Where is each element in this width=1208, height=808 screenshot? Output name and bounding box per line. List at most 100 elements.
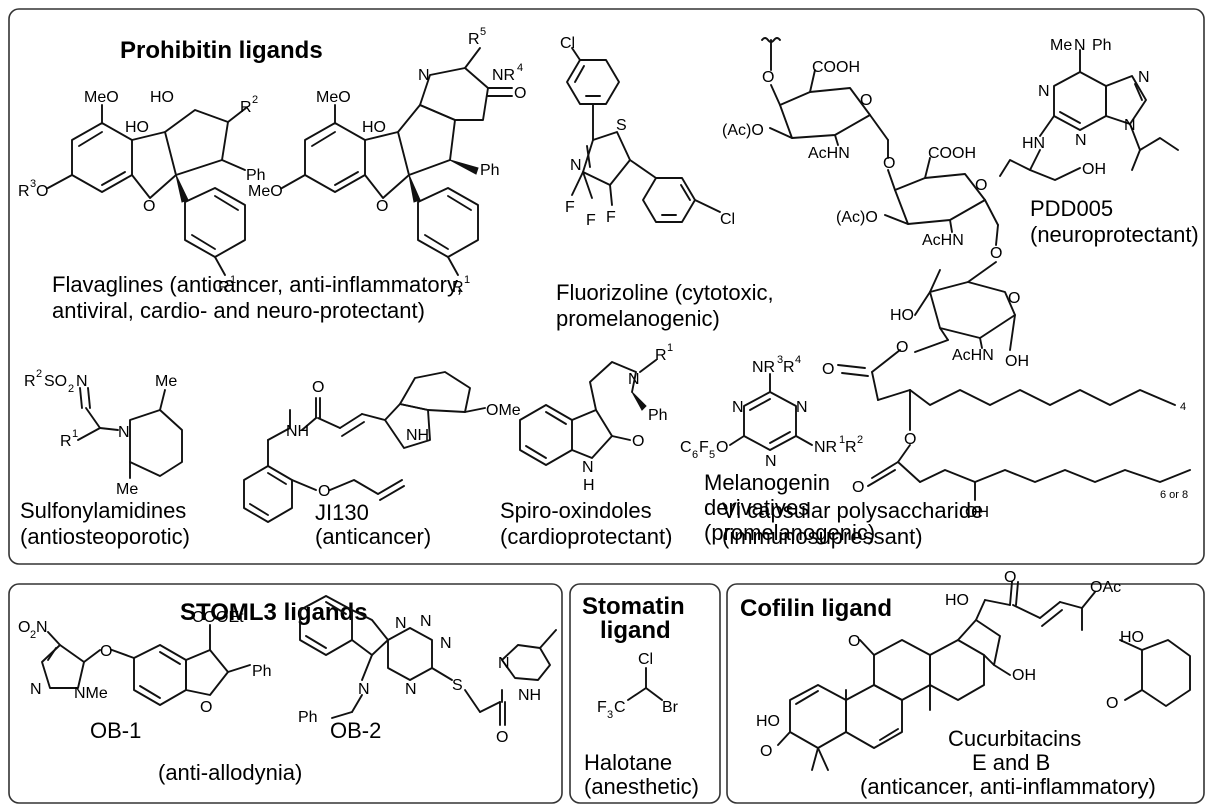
flav2-r5-sub: 5 [480,26,486,38]
vi-polysaccharide-structure [761,37,1191,501]
spiro-caption-line2: (cardioprotectant) [500,524,672,549]
melanogenin-c6-sub: 6 [692,449,698,461]
melanogenin-nr1r2: NR [814,439,837,456]
cucurbitacin-oac-label: OAc [1090,579,1121,596]
cucurbitacin-structure [777,581,1191,771]
melanogenin-f5: F [699,439,709,456]
pdd005-n-3: N [1075,132,1087,149]
melanogenin-o: O [716,439,728,456]
pdd005-caption-line1: PDD005 [1030,196,1113,221]
vi-oh-4: OH [965,504,989,521]
spiro-oxindole-structure [519,359,657,466]
stoml3-panel [8,583,563,804]
fluorizoline-caption-line2: promelanogenic) [556,306,720,331]
vi-o-carbonyl-2: O [852,479,864,496]
prohibitin-panel [8,8,1205,565]
halotane-br-label: Br [662,699,679,716]
cucurbitacin-caption-line1: Cucurbitacins [948,726,1081,751]
flavagline-structure-1 [47,104,247,276]
ob2-s-label: S [452,677,463,694]
stomatin-title-line1: Stomatin [582,593,685,620]
vi-o-ring-3: O [1008,290,1020,307]
pdd005-ph-label: Ph [1092,37,1112,54]
ob2-label: OB-2 [330,718,381,743]
vi-o-ester-2: O [904,431,916,448]
halotane-caption-line2: (anesthetic) [584,774,699,799]
halotane-caption-line1: Halotane [584,750,672,775]
flav2-r5-label: R [468,31,480,48]
melanogenin-r4-sub: 4 [795,354,801,366]
sulfonyl-so2-sub: 2 [68,383,74,395]
ob2-nh-label: NH [518,687,541,704]
sulfonyl-me-top: Me [155,373,177,390]
fluorizoline-s-label: S [616,117,627,134]
melanogenin-n-2: N [796,399,808,416]
halotane-f3c-f: F [597,699,607,716]
ob1-ph-label: Ph [252,663,272,680]
flav2-meo-label-2: MeO [248,183,283,200]
halotane-f3-sub: 3 [607,709,613,721]
ob1-structure [41,624,251,706]
vi-repeat-4: 4 [1180,401,1186,413]
halotane-cl-label: Cl [638,651,653,668]
vi-o-link-1: O [883,155,895,172]
pdd005-n-top: N [1074,37,1086,54]
sulfonyl-r2-sub: 2 [36,368,42,380]
ob2-n-3: N [440,635,452,652]
halotane-structure [627,667,663,701]
vi-o-ester: O [896,339,908,356]
vi-acho-2: (Ac)O [836,209,878,226]
ji130-nh-amide: NH [286,423,309,440]
vi-repeat-6or8: 6 or 8 [1160,489,1188,501]
ob2-structure [299,595,557,726]
melanogenin-caption-line1: Melanogenin [704,470,830,495]
flav2-r1-label: R [452,279,464,296]
halotane-f3c-c: C [614,699,626,716]
fluorizoline-cl-top: Cl [560,35,575,52]
ob2-ph-label: Ph [298,709,318,726]
sulfonylamidine-structure [77,387,183,479]
stomatin-panel [569,583,721,804]
melanogenin-r2-sub: 2 [857,434,863,446]
fluorizoline-n-label: N [570,157,582,174]
melanogenin-caption-line2: derivatives [704,495,809,520]
ob1-o2n-label: O [18,619,30,636]
ji130-ome-label: OMe [486,402,521,419]
melanogenin-nr3r4: NR [752,359,775,376]
ji130-caption-line2: (anticancer) [315,524,431,549]
flav2-r4-sub: 4 [517,62,523,74]
melanogenin-caption-line3: (promelanogenic) [704,520,875,545]
cucurbitacin-ho-right: HO [1120,629,1144,646]
ji130-caption-line1: JI130 [315,500,369,525]
pdd005-hn-label: HN [1022,135,1045,152]
vi-o-ring-1: O [860,92,872,109]
ob1-n-ring: N [30,681,42,698]
flav2-nr4-label: NR [492,67,515,84]
cofilin-panel [726,583,1205,804]
ob1-nme-label: NMe [74,685,108,702]
melanogenin-n-3: N [765,453,777,470]
flav2-ph-label: Ph [480,162,500,179]
vi-o-ring-2: O [975,177,987,194]
melanogenin-f5-sub: 5 [709,449,715,461]
fluorizoline-cl-right: Cl [720,211,735,228]
flavagline-structure-2 [281,47,513,276]
spiro-caption-line1: Spiro-oxindoles [500,498,652,523]
flav1-r2-sub: 2 [252,94,258,106]
melanogenin-r3-sub: 3 [777,354,783,366]
ob1-o2n-sub: 2 [30,629,36,641]
melanogenin-c6f5o: C [680,439,692,456]
vi-o-link-2: O [990,245,1002,262]
vi-cooh-2: COOH [928,145,976,162]
sulfonylamidines-caption-line1: Sulfonylamidines [20,498,186,523]
cofilin-title: Cofilin ligand [740,595,892,622]
stoml3-activity-caption: (anti-allodynia) [158,760,302,785]
spiro-r1-label: R [655,347,667,364]
ob1-label: OB-1 [90,718,141,743]
flav2-meo-label: MeO [316,89,351,106]
ob2-n-pyridine: N [498,655,510,672]
pdd005-structure [999,49,1179,181]
sulfonyl-r1-label: R [60,433,72,450]
flavaglines-caption-line1: Flavaglines (anticancer, anti-inflammato… [52,272,462,297]
